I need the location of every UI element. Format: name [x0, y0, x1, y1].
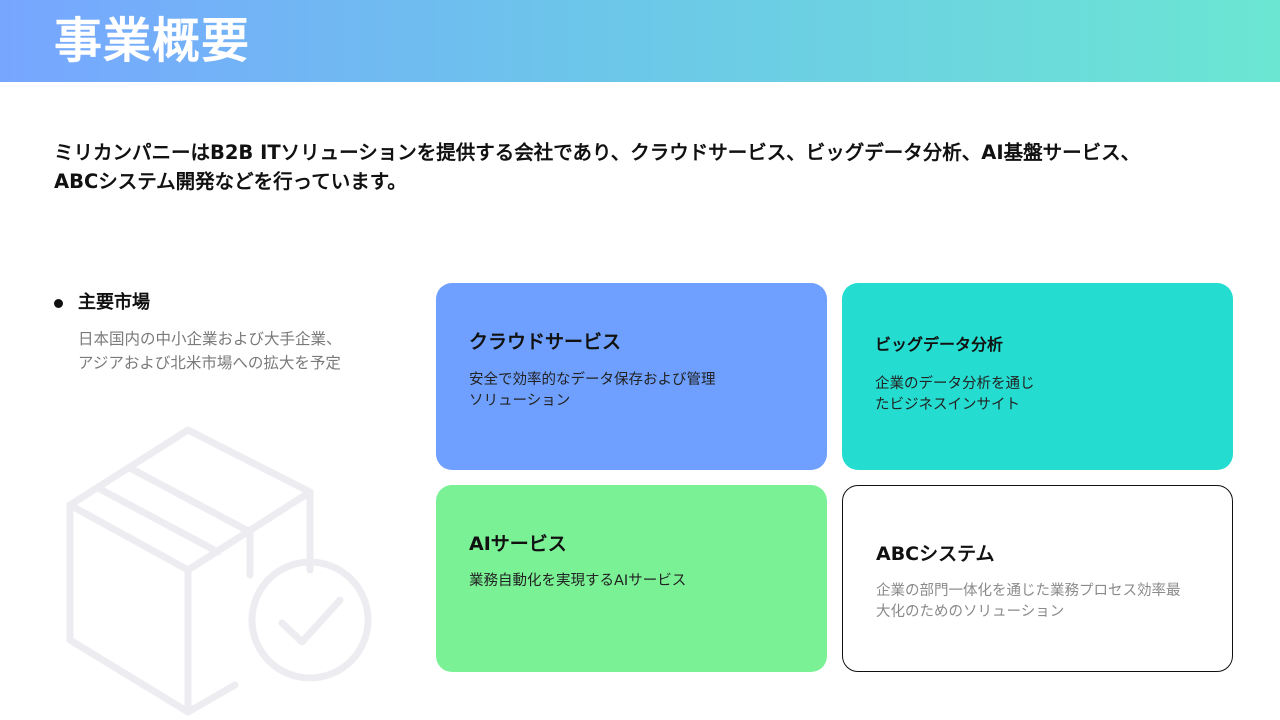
- card-abc-system: ABCシステム 企業の部門一体化を通じた業務プロセス効率最 大化のためのソリュー…: [842, 485, 1233, 672]
- card-title: ビッグデータ分析: [875, 335, 1004, 354]
- market-title: 主要市場: [78, 292, 150, 313]
- card-cloud-service: クラウドサービス 安全で効率的なデータ保存および管理 ソリューション: [436, 283, 827, 470]
- intro-text: ミリカンパニーはB2B ITソリューションを提供する会社であり、クラウドサービス…: [54, 138, 1224, 196]
- card-description: 業務自動化を実現するAIサービス: [469, 571, 794, 592]
- card-big-data: ビッグデータ分析 企業のデータ分析を通じ たビジネスインサイト: [842, 283, 1233, 470]
- bullet-icon: [54, 298, 63, 308]
- card-desc-line: ソリューション: [469, 393, 571, 409]
- card-desc-line: 業務自動化を実現するAIサービス: [469, 573, 687, 589]
- card-ai-service: AIサービス 業務自動化を実現するAIサービス: [436, 485, 827, 672]
- card-description: 企業の部門一体化を通じた業務プロセス効率最 大化のためのソリューション: [876, 581, 1199, 623]
- card-title: クラウドサービス: [469, 331, 622, 353]
- market-description: 日本国内の中小企業および大手企業、 アジアおよび北米市場への拡大を予定: [78, 327, 394, 375]
- header-banner: 事業概要: [0, 0, 1280, 82]
- card-desc-line: 企業のデータ分析を通じ: [875, 376, 1035, 392]
- card-desc-line: 安全で効率的なデータ保存および管理: [469, 372, 716, 388]
- card-desc-line: たビジネスインサイト: [875, 397, 1020, 413]
- card-description: 安全で効率的なデータ保存および管理 ソリューション: [469, 370, 794, 412]
- market-desc-line: アジアおよび北米市場への拡大を予定: [78, 354, 341, 372]
- card-title: ABCシステム: [876, 543, 995, 565]
- market-heading: 主要市場: [54, 290, 394, 316]
- box-check-icon: [66, 426, 372, 716]
- page-title: 事業概要: [54, 13, 251, 69]
- card-desc-line: 大化のためのソリューション: [876, 604, 1065, 620]
- market-desc-line: 日本国内の中小企業および大手企業、: [78, 330, 342, 348]
- market-section: 主要市場 日本国内の中小企業および大手企業、 アジアおよび北米市場への拡大を予定: [54, 290, 394, 375]
- card-description: 企業のデータ分析を通じ たビジネスインサイト: [875, 374, 1200, 416]
- card-title: AIサービス: [469, 533, 567, 555]
- card-desc-line: 企業の部門一体化を通じた業務プロセス効率最: [876, 583, 1181, 599]
- intro-line: ミリカンパニーはB2B ITソリューションを提供する会社であり、クラウドサービス…: [54, 141, 1141, 164]
- intro-line: ABCシステム開発などを行っています。: [54, 170, 407, 193]
